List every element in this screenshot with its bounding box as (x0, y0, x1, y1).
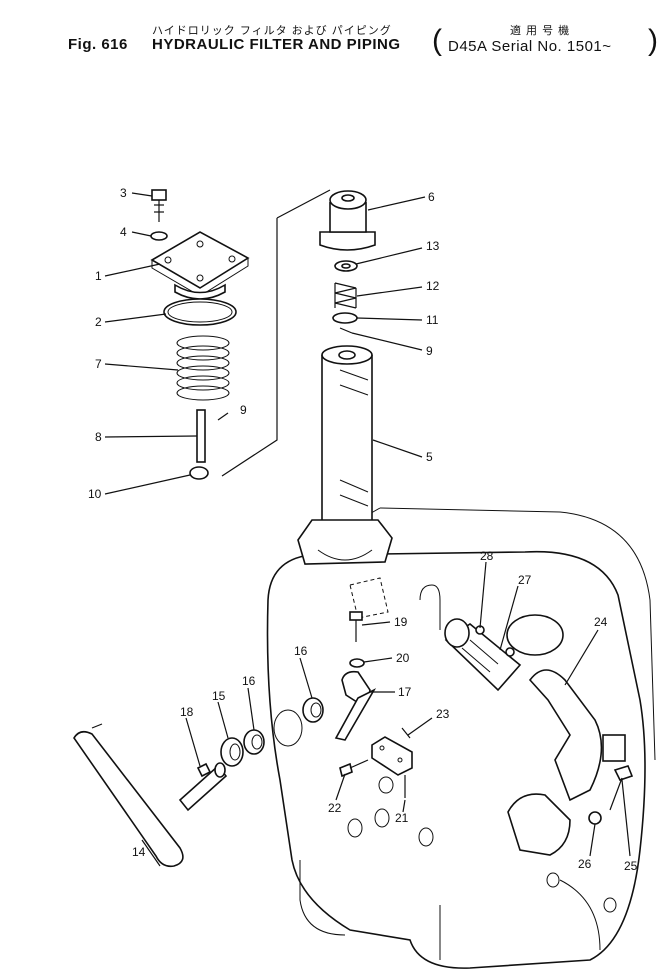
leader-lines (104, 192, 631, 867)
callout-16a: 16 (294, 644, 308, 658)
bolt-25 (609, 765, 634, 811)
hydraulic-tank (266, 507, 656, 969)
callout-21: 21 (395, 811, 409, 825)
bolt-22 (339, 759, 369, 778)
paren-close: ) (648, 24, 658, 57)
key-18 (196, 762, 212, 778)
callout-18: 18 (180, 705, 194, 719)
applicable-models-japanese: 適 用 号 機 (510, 25, 571, 37)
callout-6: 6 (428, 190, 435, 204)
callout-19: 19 (394, 615, 408, 629)
lever-arm (73, 723, 228, 868)
lock-washer-4 (150, 231, 168, 241)
hose-assembly (444, 618, 522, 692)
callout-20: 20 (396, 651, 410, 665)
callout-12: 12 (426, 279, 440, 293)
callout-9a: 9 (240, 403, 247, 417)
serial-number-text: D45A Serial No. 1501~ (448, 38, 612, 55)
valve-seat (334, 260, 358, 272)
callout-9b: 9 (426, 344, 433, 358)
figure-title: HYDRAULIC FILTER AND PIPING (152, 36, 401, 53)
washer-20 (349, 658, 365, 668)
figure-label: Fig. 616 (68, 36, 128, 53)
title-japanese: ハイドロリック フィルタ および パイピング (152, 25, 392, 37)
callout-labels: 3 4 1 2 7 9 8 10 6 13 12 11 9 5 28 27 24… (88, 186, 638, 873)
filter-base-flange (297, 519, 393, 565)
guide-rod (196, 409, 206, 463)
callout-1: 1 (95, 269, 102, 283)
bearing-15 (220, 737, 244, 767)
bushing-16a (302, 697, 324, 723)
callout-17: 17 (398, 685, 412, 699)
washer-11 (332, 312, 358, 324)
callout-26: 26 (578, 857, 592, 871)
bracket-21 (371, 736, 413, 798)
valve-body (319, 190, 376, 251)
callout-28: 28 (480, 549, 494, 563)
callout-25: 25 (624, 859, 638, 873)
callout-13: 13 (426, 239, 440, 253)
filter-spring (176, 335, 230, 401)
filter-element (321, 345, 373, 527)
callout-24: 24 (594, 615, 608, 629)
callout-7: 7 (95, 357, 102, 371)
bushing-16b (243, 729, 265, 755)
callout-16b: 16 (242, 674, 256, 688)
callout-11: 11 (426, 313, 439, 327)
cotter-pin (217, 412, 229, 421)
nut-26 (588, 811, 602, 825)
callout-3: 3 (120, 186, 127, 200)
callout-8: 8 (95, 430, 102, 444)
callout-23: 23 (436, 707, 450, 721)
callout-10: 10 (88, 487, 102, 501)
cotter-pin-2 (339, 327, 353, 334)
callout-22: 22 (328, 801, 342, 815)
cover-bolt (151, 189, 167, 222)
pin-23 (401, 727, 411, 739)
clamp-lever (334, 670, 377, 741)
callout-5: 5 (426, 450, 433, 464)
callout-14: 14 (132, 845, 146, 859)
o-ring (163, 298, 237, 326)
callout-2: 2 (95, 315, 102, 329)
group-boundary-line (221, 189, 331, 477)
callout-15: 15 (212, 689, 226, 703)
filter-cover (150, 231, 250, 300)
clamp-bolt (349, 611, 363, 642)
washer-10 (189, 466, 209, 480)
paren-open: ( (432, 24, 442, 57)
callout-4: 4 (120, 225, 127, 239)
callout-27: 27 (518, 573, 532, 587)
relief-spring (334, 282, 357, 309)
